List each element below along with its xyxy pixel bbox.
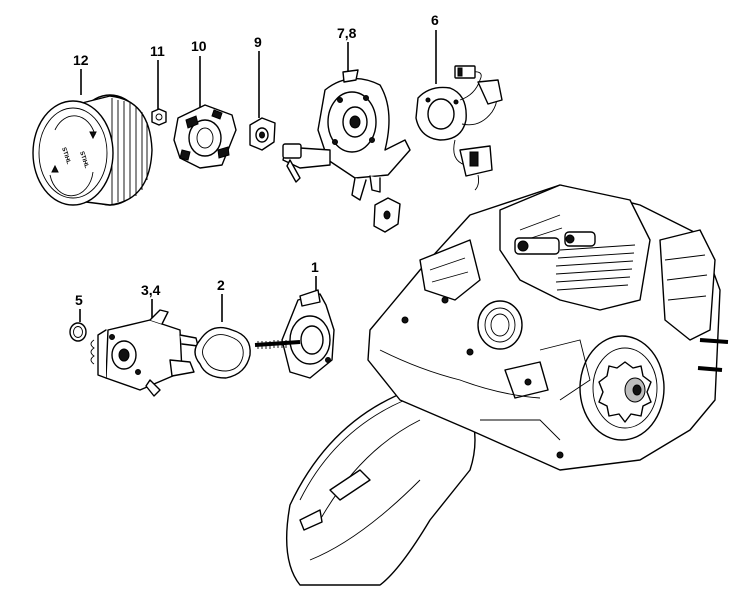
callout-10: 10 <box>191 38 207 107</box>
filter-brand-text-upper: STIHL <box>60 147 71 166</box>
gasket-part-2 <box>194 326 251 379</box>
gasket-cable-part-6 <box>415 65 503 191</box>
chainsaw-powerhead-assembly <box>286 184 729 586</box>
callout-1: 1 <box>311 259 319 294</box>
callout-label-6: 6 <box>431 12 439 28</box>
air-filter-part-12: STIHL STIHL <box>32 94 153 206</box>
callout-3-4: 3,4 <box>141 282 161 318</box>
o-ring-part-5 <box>69 322 87 342</box>
callout-9: 9 <box>254 34 262 118</box>
carburetor-part-3-4 <box>90 309 199 397</box>
callout-12: 12 <box>73 52 89 95</box>
callout-label-2: 2 <box>217 277 225 293</box>
callout-label-11: 11 <box>150 43 165 59</box>
callout-label-3-4: 3,4 <box>141 282 161 298</box>
filter-brand-text-lower: STIHL <box>78 151 89 170</box>
callout-2: 2 <box>217 277 225 322</box>
callout-label-5: 5 <box>75 292 83 308</box>
callout-5: 5 <box>75 292 83 322</box>
callout-label-7-8: 7,8 <box>337 25 357 41</box>
callout-label-12: 12 <box>73 52 89 68</box>
bushing-part-9 <box>249 117 276 151</box>
callout-label-1: 1 <box>311 259 319 275</box>
callout-label-9: 9 <box>254 34 262 50</box>
callout-7-8: 7,8 <box>337 25 357 75</box>
carburetor-box-part-7-8 <box>282 69 411 201</box>
flange-part-1 <box>254 289 335 379</box>
callout-6: 6 <box>431 12 439 84</box>
filter-base-part-10 <box>173 104 237 169</box>
callout-11: 11 <box>150 43 165 110</box>
callout-label-10: 10 <box>191 38 207 54</box>
nut-part-11 <box>151 108 167 126</box>
bushing-part-7-8-lower <box>373 197 401 233</box>
